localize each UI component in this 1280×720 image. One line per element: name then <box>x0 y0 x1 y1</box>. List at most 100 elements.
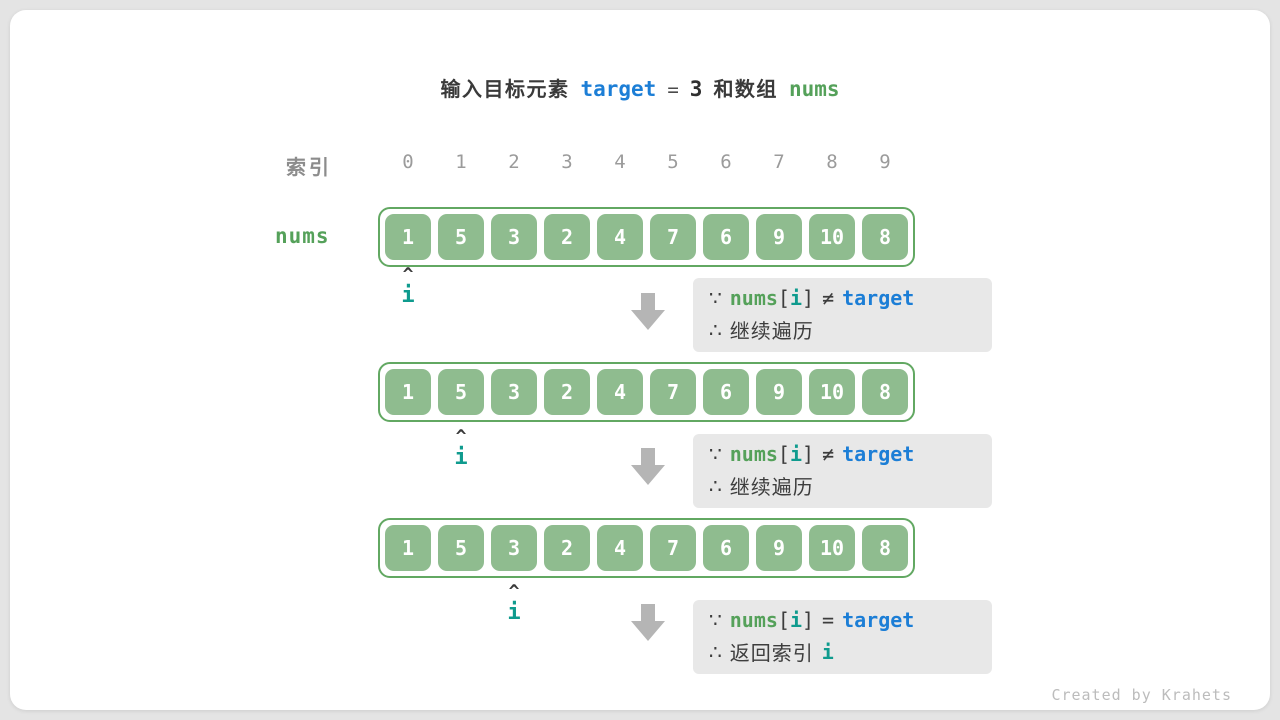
pointer-caret-icon: ^ <box>402 264 414 285</box>
array-cell: 3 <box>491 369 537 415</box>
down-arrow-icon <box>631 604 665 641</box>
array-cell: 1 <box>385 214 431 260</box>
index-row-label: 索引 <box>286 155 332 179</box>
expr-close-bracket: ] <box>802 286 815 310</box>
title-equals-sign: = <box>667 79 679 101</box>
expr-operator: ≠ <box>822 442 835 466</box>
expr-close-bracket: ] <box>802 608 815 632</box>
expr-open-bracket: [ <box>777 286 790 310</box>
expr-nums: nums <box>729 442 778 466</box>
pointer-step-3: ^ i <box>491 581 537 625</box>
note-box-step-2: ∵ nums [ i ] ≠ target ∴ 继续遍历 <box>693 434 992 508</box>
title-middle: 和数组 <box>713 77 778 101</box>
array-row-step-1: 1 5 3 2 4 7 6 9 10 8 <box>378 207 915 267</box>
array-row-step-2: 1 5 3 2 4 7 6 9 10 8 <box>378 362 915 422</box>
note-conclusion-line: ∴ 继续遍历 <box>709 471 992 500</box>
array-cell: 2 <box>544 525 590 571</box>
expression: nums [ i ] <box>730 286 814 310</box>
array-label: nums <box>275 224 330 248</box>
array-cell: 7 <box>650 525 696 571</box>
array-cell: 10 <box>809 214 855 260</box>
array-cell: 5 <box>438 369 484 415</box>
conclusion-index-var: i <box>821 639 834 664</box>
expr-target: target <box>842 608 915 632</box>
title-target-value: 3 <box>689 77 703 101</box>
because-symbol: ∵ <box>709 286 722 310</box>
conclusion-text: 继续遍历 <box>729 319 814 343</box>
conclusion-text: 返回索引 <box>729 641 814 665</box>
title-prefix: 输入目标元素 <box>440 77 570 101</box>
index-number: 6 <box>720 151 732 173</box>
array-cell: 8 <box>862 525 908 571</box>
array-cell: 3 <box>491 525 537 571</box>
index-number: 3 <box>561 151 573 173</box>
credit-text: Created by Krahets <box>1051 686 1232 704</box>
array-cell: 5 <box>438 525 484 571</box>
array-cell: 7 <box>650 214 696 260</box>
expr-index-var: i <box>789 608 802 632</box>
pointer-variable: i <box>507 600 521 625</box>
note-box-step-3: ∵ nums [ i ] = target ∴ 返回索引 i <box>693 600 992 674</box>
array-cell: 2 <box>544 369 590 415</box>
array-row-step-3: 1 5 3 2 4 7 6 9 10 8 <box>378 518 915 578</box>
expr-open-bracket: [ <box>777 442 790 466</box>
note-conclusion-line: ∴ 继续遍历 <box>709 315 992 344</box>
array-cell: 8 <box>862 369 908 415</box>
array-cell: 2 <box>544 214 590 260</box>
expression: nums [ i ] <box>730 608 814 632</box>
expression: nums [ i ] <box>730 442 814 466</box>
note-condition-line: ∵ nums [ i ] ≠ target <box>709 286 992 310</box>
title-nums-keyword: nums <box>788 77 840 101</box>
note-box-step-1: ∵ nums [ i ] ≠ target ∴ 继续遍历 <box>693 278 992 352</box>
array-cell: 6 <box>703 369 749 415</box>
array-cell: 4 <box>597 214 643 260</box>
array-cell: 7 <box>650 369 696 415</box>
array-cell: 9 <box>756 214 802 260</box>
note-conclusion-line: ∴ 返回索引 i <box>709 637 992 666</box>
index-number: 2 <box>508 151 520 173</box>
expr-target: target <box>842 286 915 310</box>
expr-operator: = <box>822 608 835 632</box>
expr-open-bracket: [ <box>777 608 790 632</box>
index-number: 7 <box>773 151 785 173</box>
expr-index-var: i <box>789 286 802 310</box>
pointer-variable: i <box>401 283 415 308</box>
array-cell: 4 <box>597 369 643 415</box>
array-cell: 9 <box>756 525 802 571</box>
title-target-keyword: target <box>580 77 657 101</box>
therefore-symbol: ∴ <box>709 473 722 498</box>
array-cell: 3 <box>491 214 537 260</box>
expr-close-bracket: ] <box>802 442 815 466</box>
because-symbol: ∵ <box>709 608 722 632</box>
pointer-step-1: ^ i <box>385 264 431 308</box>
array-cell: 5 <box>438 214 484 260</box>
index-row: 0 1 2 3 4 5 6 7 8 9 <box>385 151 908 173</box>
array-cell: 1 <box>385 525 431 571</box>
conclusion-text: 继续遍历 <box>729 475 814 499</box>
array-cell: 9 <box>756 369 802 415</box>
index-number: 1 <box>455 151 467 173</box>
pointer-caret-icon: ^ <box>508 581 520 602</box>
diagram-title: 输入目标元素 target = 3 和数组 nums <box>10 73 1270 102</box>
because-symbol: ∵ <box>709 442 722 466</box>
array-cell: 4 <box>597 525 643 571</box>
array-cell: 8 <box>862 214 908 260</box>
note-condition-line: ∵ nums [ i ] = target <box>709 608 992 632</box>
index-number: 0 <box>402 151 414 173</box>
down-arrow-icon <box>631 293 665 330</box>
expr-index-var: i <box>789 442 802 466</box>
down-arrow-icon <box>631 448 665 485</box>
index-number: 4 <box>614 151 626 173</box>
index-number: 9 <box>879 151 891 173</box>
diagram-card: 输入目标元素 target = 3 和数组 nums 索引 0 1 2 3 4 … <box>10 10 1270 710</box>
therefore-symbol: ∴ <box>709 317 722 342</box>
index-number: 8 <box>826 151 838 173</box>
expr-operator: ≠ <box>822 286 835 310</box>
array-cell: 10 <box>809 525 855 571</box>
array-cell: 6 <box>703 525 749 571</box>
note-condition-line: ∵ nums [ i ] ≠ target <box>709 442 992 466</box>
array-cell: 6 <box>703 214 749 260</box>
array-cell: 10 <box>809 369 855 415</box>
pointer-step-2: ^ i <box>438 428 484 470</box>
therefore-symbol: ∴ <box>709 639 722 664</box>
